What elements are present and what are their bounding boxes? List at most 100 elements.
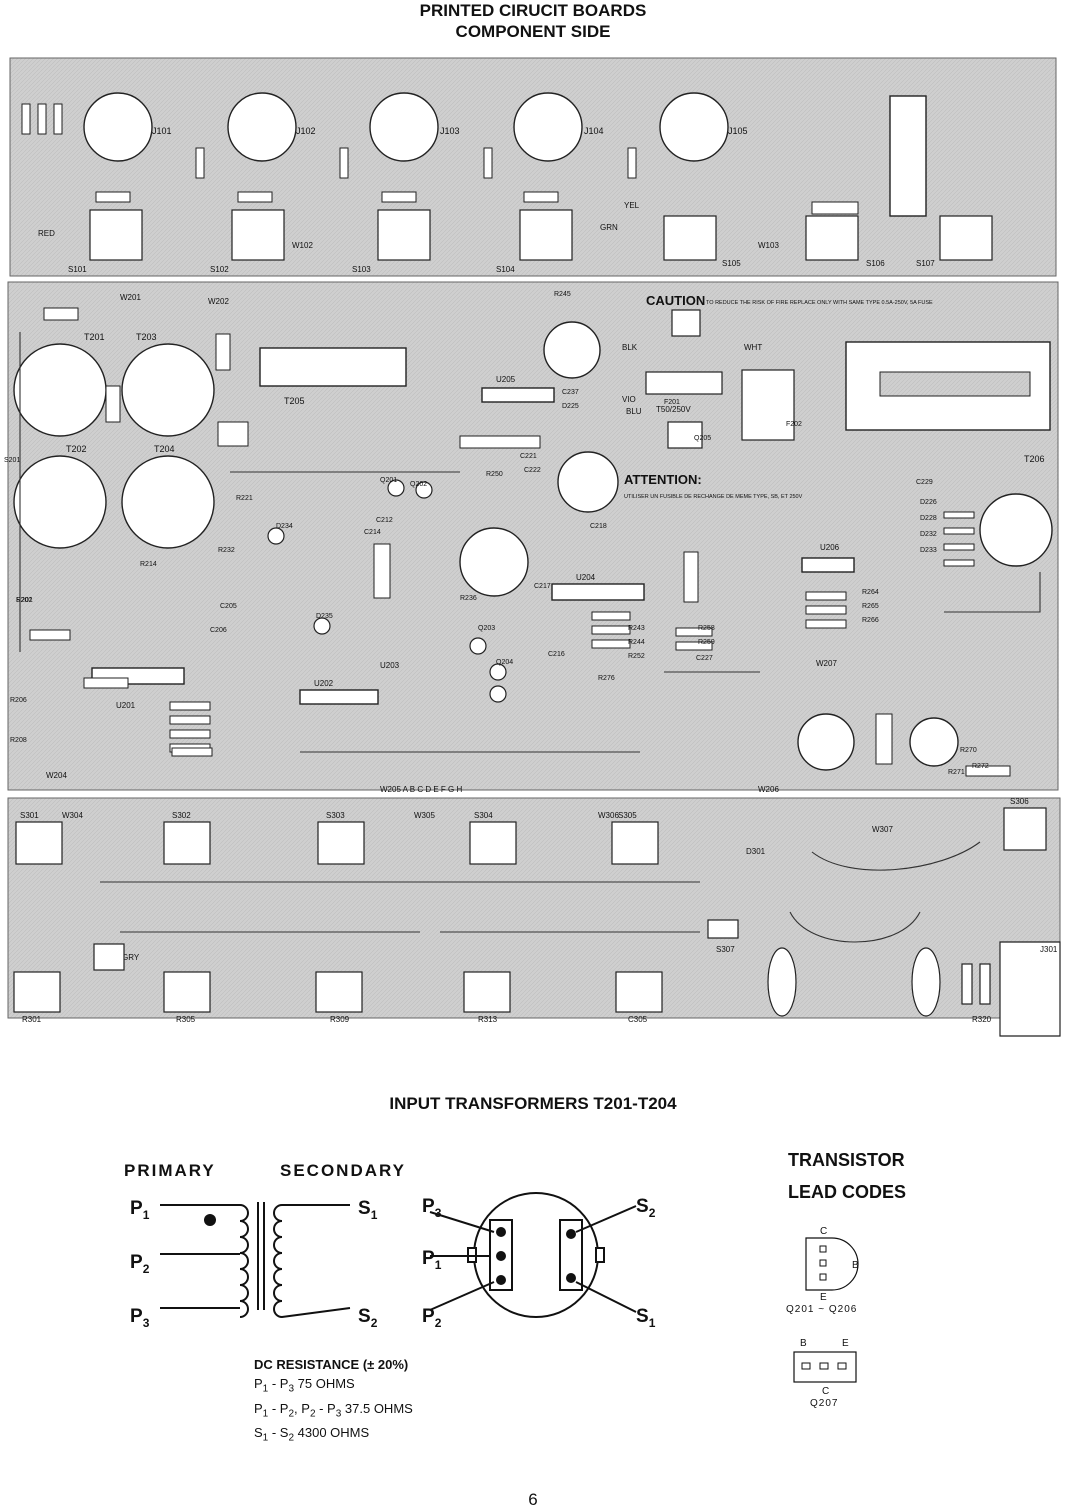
switch-s307: [707, 919, 739, 939]
header-labels: W201 W202 W204 W205 A B C D E F G H W206…: [46, 241, 837, 794]
switch-label: S301: [20, 811, 39, 820]
wire-label: BLU: [626, 407, 642, 416]
component-label: D235: [316, 613, 333, 620]
ic-u204: [551, 583, 645, 601]
part-label: R309: [330, 1015, 350, 1024]
jack-row: [83, 92, 729, 162]
transformer-label: T202: [66, 444, 87, 454]
s2-label: S2: [358, 1306, 378, 1330]
dc-resistance-line: P1 - P2, P2 - P3 37.5 OHMS: [254, 1400, 413, 1420]
wire-label: GRN: [600, 223, 618, 232]
part-label: C305: [628, 1015, 648, 1024]
component-label: R252: [628, 653, 645, 660]
jack-j103: [369, 92, 439, 162]
switch-label: S302: [172, 811, 191, 820]
switch-s104: [519, 209, 573, 261]
component-label: R214: [140, 561, 157, 568]
upper-resistors: [21, 103, 859, 215]
component-label: R232: [218, 547, 235, 554]
transformer-t204: [121, 455, 215, 549]
ic-u206: [801, 557, 855, 573]
transistor-title: TRANSISTOR: [788, 1150, 905, 1170]
capacitor-c221: [459, 527, 529, 597]
ic-label: U206: [820, 543, 840, 552]
large-capacitors: [459, 321, 1053, 771]
bottom-jacks: [13, 941, 1061, 1037]
lead-c2: C: [822, 1386, 829, 1397]
page-title: PRINTED CIRUCIT BOARDS: [419, 1, 647, 20]
lead-e2: E: [842, 1338, 849, 1349]
dc-resistance-line: S1 - S2 4300 OHMS: [254, 1425, 370, 1444]
header-label: W102: [292, 241, 313, 250]
primary-label: PRIMARY: [124, 1161, 216, 1180]
transistors: [267, 479, 507, 703]
component-label: R258: [698, 625, 715, 632]
jack-label: J104: [584, 126, 604, 136]
fuse-f201: [667, 421, 703, 449]
capacitor-c271: [909, 717, 959, 767]
part-label: D301: [746, 847, 766, 856]
component-label: C217: [534, 583, 551, 590]
switch-label: S307: [716, 945, 735, 954]
fuse-rating: T50/250V: [656, 405, 691, 414]
component-label: R236: [460, 595, 477, 602]
ic-label: U203: [380, 661, 400, 670]
transformer-schematic: PRIMARY SECONDARY P1 P2 P3 S1 S2: [124, 1161, 656, 1330]
wire-label: BLK: [622, 343, 638, 352]
transformer-label: T206: [1024, 454, 1045, 464]
component-label: R270: [960, 747, 977, 754]
part-label: R313: [478, 1015, 498, 1024]
component-label: F201: [664, 399, 680, 406]
switch-s103: [377, 209, 431, 261]
transistor-lead-codes: TRANSISTOR LEAD CODES C B E Q201 ~ Q206 …: [786, 1150, 906, 1409]
transistor-subtitle: LEAD CODES: [788, 1182, 906, 1202]
transformer-pinout: [429, 1192, 637, 1318]
dc-resistance-line: P1 - P3 75 OHMS: [254, 1376, 355, 1395]
component-label: Q201: [380, 477, 397, 484]
header-label: W204: [46, 771, 67, 780]
part-label: W306: [598, 811, 619, 820]
component-label: D226: [920, 499, 937, 506]
header-label: W103: [758, 241, 779, 250]
bottom-switches: [15, 807, 1047, 939]
switch-label: S306: [1010, 797, 1029, 806]
part-label: R301: [22, 1015, 42, 1024]
component-label: Q204: [496, 659, 513, 666]
ic-u202: [299, 689, 379, 705]
part-label: R305: [176, 1015, 196, 1024]
part-label: W304: [62, 811, 83, 820]
transformer-label: T204: [154, 444, 175, 454]
lead-c: C: [820, 1226, 827, 1237]
switch-s306: [1003, 807, 1047, 851]
pin-p1: P1: [422, 1248, 442, 1272]
component-label: C218: [590, 523, 607, 530]
component-label: D232: [920, 531, 937, 538]
transformer-label: T205: [284, 396, 305, 406]
component-label: R265: [862, 603, 879, 610]
pcb-layout: J101 J102 J103 J104 J105 S101 S102 S103 …: [4, 57, 1061, 1037]
lead-b: B: [852, 1260, 859, 1271]
component-label: R245: [554, 291, 571, 298]
component-label: C237: [562, 389, 579, 396]
fuse-f202: [645, 371, 723, 395]
component-label: S202: [16, 597, 32, 604]
section-title: INPUT TRANSFORMERS T201-T204: [389, 1094, 677, 1113]
component-label: C212: [376, 517, 393, 524]
component-label: C214: [364, 529, 381, 536]
switch-s303: [317, 821, 365, 865]
component-label: C206: [210, 627, 227, 634]
component-label: R272: [972, 763, 989, 770]
component-label: Q202: [410, 481, 427, 488]
jack-label: J101: [152, 126, 172, 136]
jack-j105: [659, 92, 729, 162]
switch-labels: S101 S102 S103 S104 S105 S106 S107: [68, 259, 935, 274]
header-label: W202: [208, 297, 229, 306]
component-label: R250: [486, 471, 503, 478]
ic-label: U201: [116, 701, 136, 710]
attention-title: ATTENTION:: [624, 472, 702, 487]
dc-resistance: DC RESISTANCE (± 20%) P1 - P3 75 OHMS P1…: [254, 1355, 413, 1448]
jack-label: J105: [728, 126, 748, 136]
switch-s106: [805, 215, 859, 261]
component-label: R208: [10, 737, 27, 744]
fuse-area: [645, 309, 795, 449]
